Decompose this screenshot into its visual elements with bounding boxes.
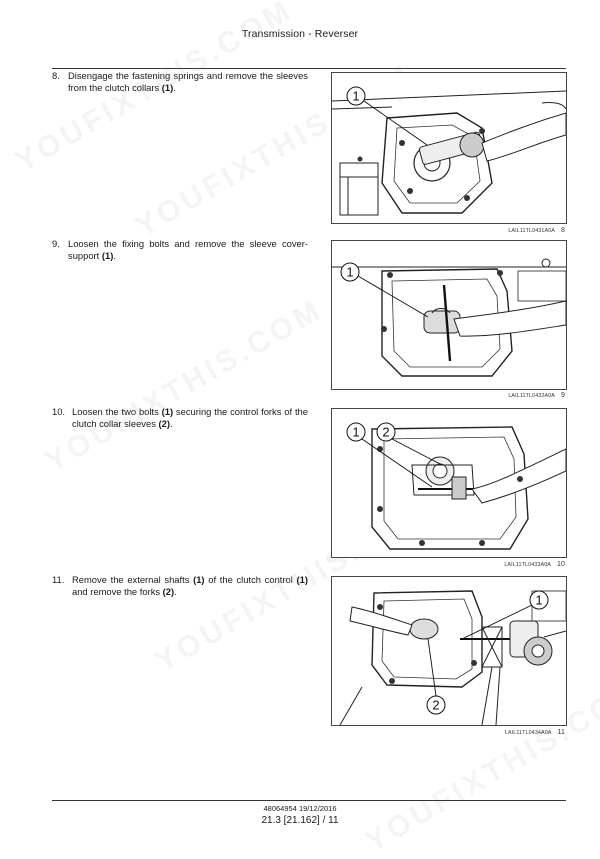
figure-10-illustration: 1 2: [331, 408, 567, 558]
step-11: 11. Remove the external shafts (1) of th…: [52, 574, 308, 599]
figure-11-illustration: 1 2: [331, 576, 567, 726]
callout-label: 1: [346, 265, 353, 280]
callout-label: 1: [352, 425, 359, 440]
watermark: YOUFIXTHIS.COM: [40, 292, 329, 479]
step-text: Remove the external shafts (1) of the cl…: [72, 574, 308, 598]
step-number: 11.: [52, 574, 65, 585]
figure-8-illustration: 1: [331, 72, 567, 224]
step-number: 9.: [52, 238, 60, 249]
step-10: 10. Loosen the two bolts (1) securing th…: [52, 406, 308, 431]
step-8: 8. Disengage the fastening springs and r…: [52, 70, 308, 95]
header-divider: [52, 68, 566, 69]
footer-divider: [52, 800, 566, 801]
step-text: Loosen the two bolts (1) securing the co…: [72, 406, 308, 430]
callout-label: 2: [432, 698, 439, 713]
footer-doc-code: 48064954 19/12/2016: [263, 804, 337, 813]
callout-label: 2: [382, 425, 389, 440]
step-9: 9. Loosen the fixing bolts and remove th…: [52, 238, 308, 263]
step-number: 8.: [52, 70, 60, 81]
step-text: Loosen the fixing bolts and remove the s…: [68, 238, 308, 262]
step-text: Disengage the fastening springs and remo…: [68, 70, 308, 94]
page-header-title: Transmission - Reverser: [241, 28, 359, 40]
footer-page-number: 21.3 [21.162] / 11: [261, 815, 339, 826]
step-number: 10.: [52, 406, 66, 417]
figure-9-illustration: 1: [331, 240, 567, 390]
callout-label: 1: [352, 89, 359, 104]
callout-label: 1: [535, 593, 542, 608]
